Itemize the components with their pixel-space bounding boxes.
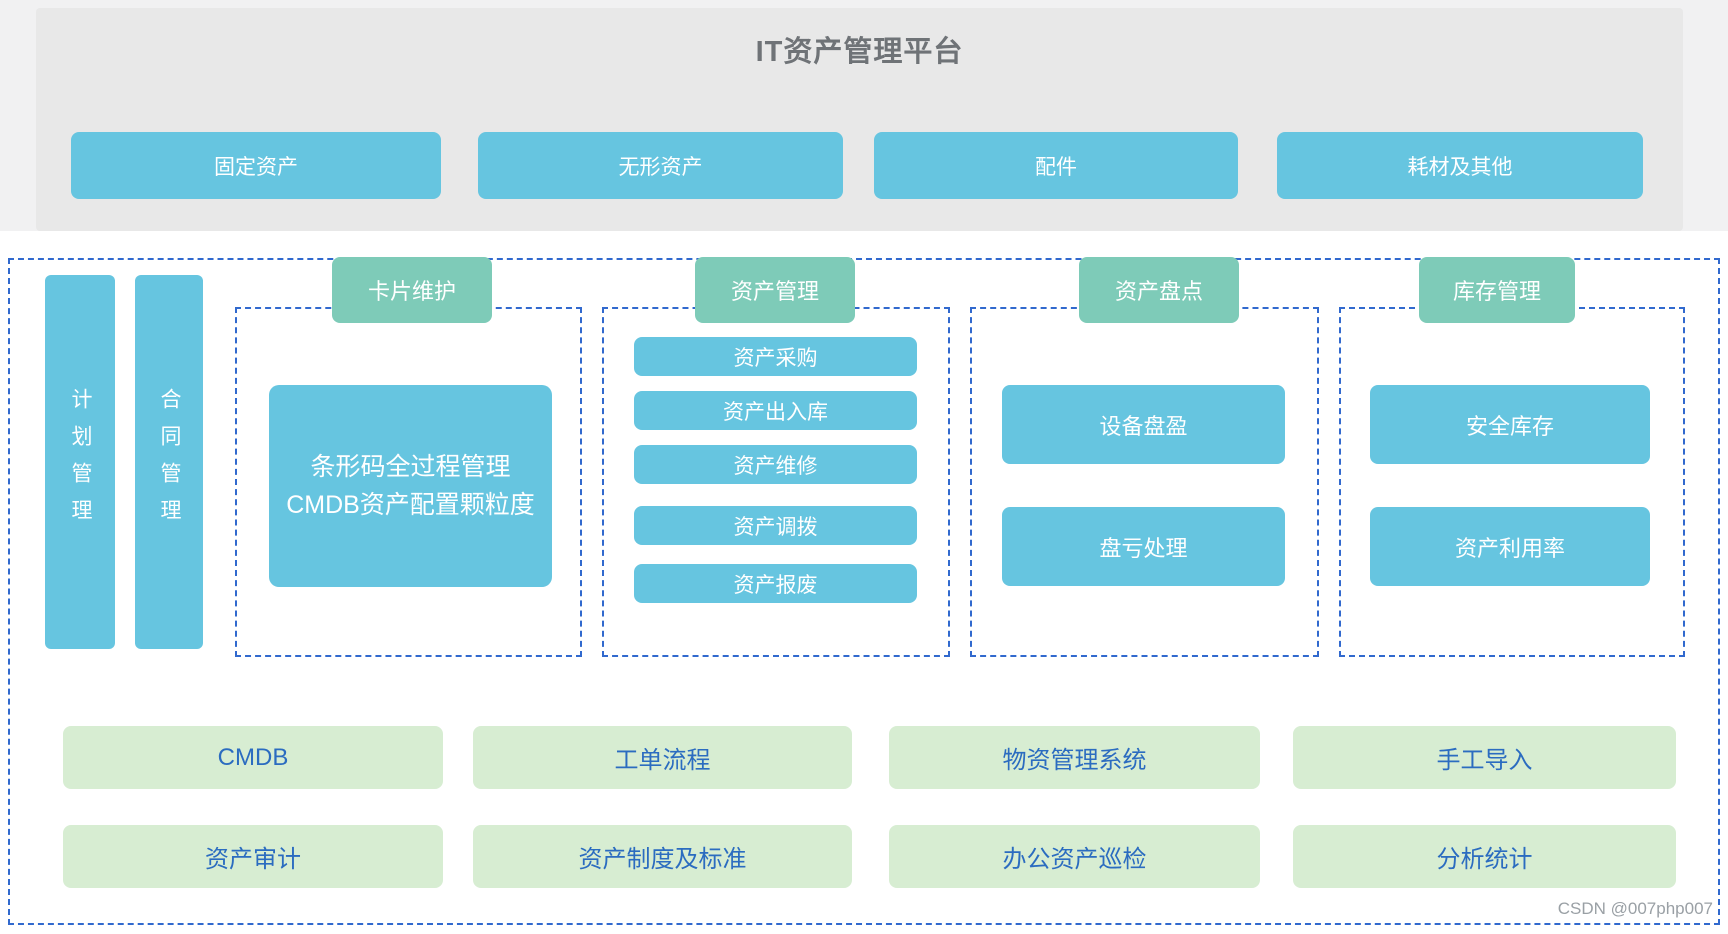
bar-plan-management[interactable]: 计划管理 <box>45 275 115 649</box>
integration-analysis-stats[interactable]: 分析统计 <box>1293 825 1676 888</box>
integration-asset-standards[interactable]: 资产制度及标准 <box>473 825 852 888</box>
item-utilization-rate[interactable]: 资产利用率 <box>1370 507 1650 586</box>
main-container: 计划管理 合同管理 卡片维护 资产管理 资产盘点 库存管理 条形码全过程管理 C… <box>8 257 1720 925</box>
category-consumables[interactable]: 耗材及其他 <box>1277 132 1643 199</box>
item-asset-in-out[interactable]: 资产出入库 <box>634 391 917 430</box>
tab-asset-inventory[interactable]: 资产盘点 <box>1079 257 1239 323</box>
integration-manual-import[interactable]: 手工导入 <box>1293 726 1676 789</box>
tab-asset-management[interactable]: 资产管理 <box>695 257 855 323</box>
integration-material-system[interactable]: 物资管理系统 <box>889 726 1260 789</box>
card-barcode-cmdb[interactable]: 条形码全过程管理 CMDB资产配置颗粒度 <box>269 385 552 587</box>
section-box-stock-management <box>1339 307 1685 657</box>
category-intangible-assets[interactable]: 无形资产 <box>478 132 843 199</box>
tab-card-maintenance[interactable]: 卡片维护 <box>332 257 492 323</box>
integration-office-inspection[interactable]: 办公资产巡检 <box>889 825 1260 888</box>
item-asset-scrap[interactable]: 资产报废 <box>634 564 917 603</box>
bar-contract-management[interactable]: 合同管理 <box>135 275 203 649</box>
item-equipment-surplus[interactable]: 设备盘盈 <box>1002 385 1285 464</box>
item-asset-repair[interactable]: 资产维修 <box>634 445 917 484</box>
section-box-asset-inventory <box>970 307 1319 657</box>
tab-stock-management[interactable]: 库存管理 <box>1419 257 1575 323</box>
item-loss-handling[interactable]: 盘亏处理 <box>1002 507 1285 586</box>
item-safety-stock[interactable]: 安全库存 <box>1370 385 1650 464</box>
item-asset-transfer[interactable]: 资产调拨 <box>634 506 917 545</box>
integration-work-order[interactable]: 工单流程 <box>473 726 852 789</box>
card-line-1: 条形码全过程管理 <box>310 453 511 481</box>
category-fixed-assets[interactable]: 固定资产 <box>71 132 441 199</box>
integration-cmdb[interactable]: CMDB <box>63 726 443 789</box>
card-line-2: CMDB资产配置颗粒度 <box>286 491 535 519</box>
integration-asset-audit[interactable]: 资产审计 <box>63 825 443 888</box>
watermark: CSDN @007php007 <box>1557 899 1713 918</box>
page-title: IT资产管理平台 <box>755 36 964 68</box>
category-accessories[interactable]: 配件 <box>874 132 1238 199</box>
item-asset-purchase[interactable]: 资产采购 <box>634 337 917 376</box>
